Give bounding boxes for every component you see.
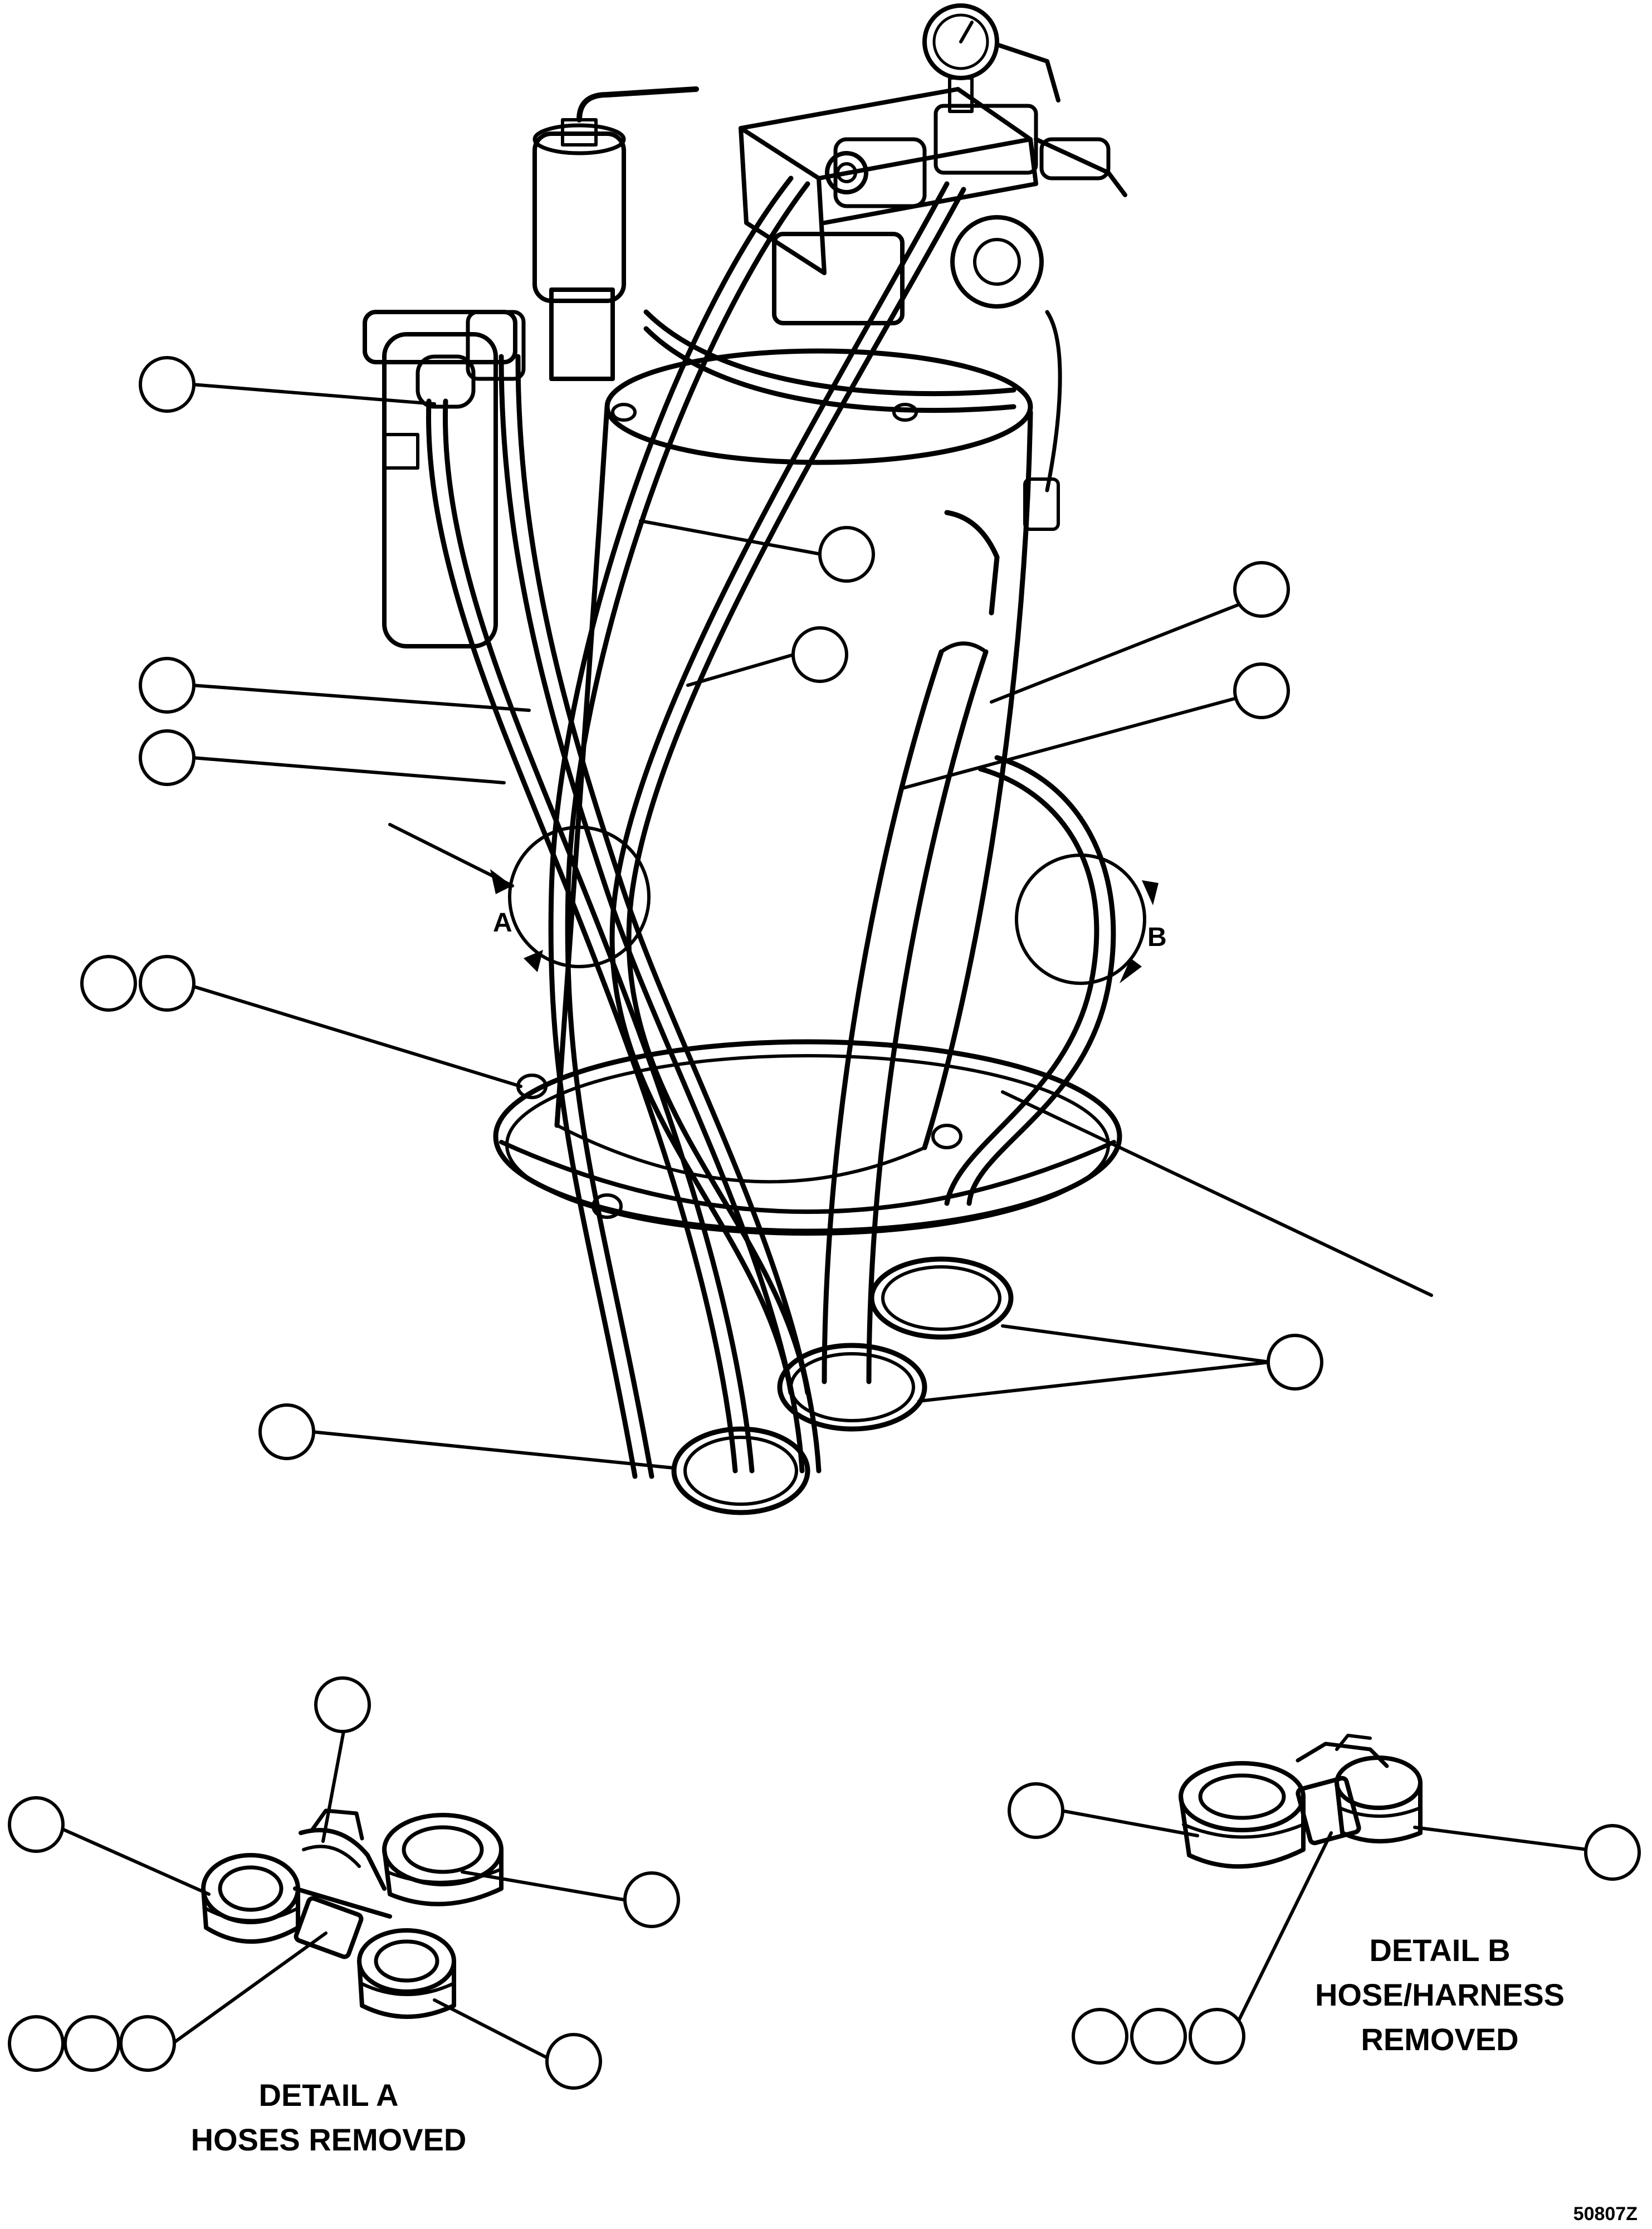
detail-a-title: DETAIL A (259, 2077, 399, 2113)
base-plate (493, 1039, 1122, 1236)
callout-circle (1584, 1824, 1641, 1881)
callout-circle (139, 729, 195, 786)
detail-b-title: DETAIL B (1369, 1933, 1510, 1968)
callout-circle (139, 657, 195, 714)
callout-circle (1233, 561, 1290, 618)
callouts-detail-b (1008, 1782, 1641, 2065)
callout-circle (8, 2015, 65, 2072)
detail-b-label: B (1147, 923, 1167, 952)
callout-circle (1008, 1782, 1064, 1839)
callout-circle (139, 356, 195, 413)
figure-id: 50807Z (1573, 2203, 1638, 2225)
callout-circle (258, 1403, 315, 1460)
detail-a-subtitle: HOSES REMOVED (191, 2122, 467, 2157)
callout-circle (1189, 2008, 1245, 2065)
tank-body (554, 348, 1033, 1184)
valve-manifold (739, 87, 1127, 275)
detail-b-subtitle: HOSE/HARNESS (1315, 1977, 1565, 2012)
callout-circle (545, 2033, 602, 2090)
detail-a-label: A (493, 908, 512, 938)
detail-a-marker: A (388, 823, 651, 972)
callout-circle (1233, 662, 1290, 719)
main-assembly: A B (363, 3, 1167, 1515)
callout-circle (1072, 2008, 1128, 2065)
callout-circle (8, 1796, 65, 1853)
hoses (426, 175, 1116, 1479)
filter-canister (363, 310, 526, 648)
callout-circle (1130, 2008, 1187, 2065)
pump-motor (772, 215, 1044, 325)
leader-lines (190, 383, 1433, 1470)
callout-circle (314, 1676, 371, 1733)
detail-b-subtitle-2: REMOVED (1361, 2022, 1518, 2057)
detail-b-caption: DETAIL B HOSE/HARNESS REMOVED (1315, 1933, 1565, 2057)
callout-circle (139, 955, 195, 1012)
callout-circle (119, 2015, 176, 2072)
callout-circle (80, 955, 137, 1012)
callouts-main (80, 356, 1433, 1470)
solenoid-cylinder (532, 86, 699, 381)
pressure-gauge (922, 3, 1060, 113)
detail-a-drawing (201, 1808, 504, 2019)
callout-circle (791, 626, 848, 683)
detail-a-caption: DETAIL A HOSES REMOVED (191, 2077, 467, 2157)
callouts-detail-a (8, 1676, 680, 2090)
floor-grommets (671, 1256, 1014, 1515)
detail-b-drawing (1179, 1734, 1423, 1869)
detail-b-marker: B (1015, 853, 1167, 985)
callout-circle (1267, 1334, 1323, 1391)
callout-circle (63, 2015, 120, 2072)
callout-circle (818, 526, 875, 583)
callout-circle (623, 1871, 680, 1928)
